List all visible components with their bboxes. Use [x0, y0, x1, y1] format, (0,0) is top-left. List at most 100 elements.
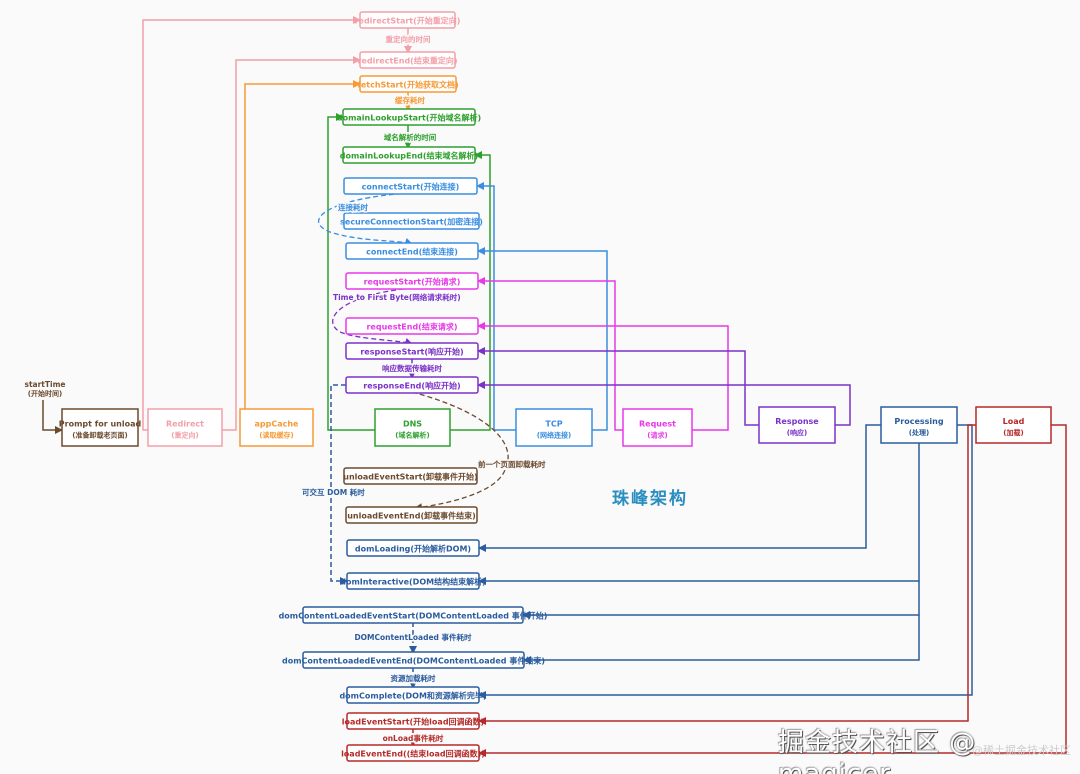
response-end-line — [477, 381, 851, 426]
phase-subtitle: (处理) — [909, 428, 929, 437]
event-label: domContentLoadedEventStart(DOMContentLoa… — [279, 611, 548, 621]
event-label: requestStart(开始请求) — [364, 277, 461, 287]
phase-title: appCache — [255, 420, 300, 429]
duration-label: DOMContentLoaded 事件耗时 — [354, 632, 472, 642]
dns-start-line — [327, 113, 375, 431]
duration-label: 域名解析的时间 — [384, 132, 437, 142]
event-domainLookupEnd: domainLookupEnd(结束域名解析) — [340, 146, 478, 164]
event-label: connectEnd(结束连接) — [366, 247, 458, 257]
phase-subtitle: (域名解析) — [395, 431, 429, 440]
redirect-end-line — [222, 56, 361, 431]
event-label: domLoading(开始解析DOM) — [355, 544, 471, 554]
event-label: redirectStart(开始重定向) — [355, 16, 461, 26]
event-secureConnectionStart: secureConnectionStart(加密连接) — [340, 212, 483, 230]
phase-prompt-for-unload: Prompt for unload (准备卸载老页面) — [59, 408, 142, 447]
event-label: fetchStart(开始获取文档) — [357, 80, 458, 90]
phase-request: Request (请求) — [622, 408, 693, 447]
phase-title: Load — [1003, 417, 1025, 426]
duration-label: onLoad事件耗时 — [383, 733, 444, 743]
event-redirectEnd: redirectEnd(结束重定向) — [358, 51, 458, 69]
event-loadEventEnd: loadEventEnd((结束load回调函数)) — [341, 744, 485, 762]
redirect-start-line — [142, 16, 361, 431]
event-responseEnd: responseEnd(响应开始) — [345, 376, 479, 394]
phase-subtitle: (请求) — [647, 431, 667, 440]
event-requestStart: requestStart(开始请求) — [345, 272, 479, 290]
event-responseStart: responseStart(响应开始) — [345, 342, 479, 360]
phase-redirect: Redirect (重定向) — [147, 408, 223, 447]
response-start-line — [477, 347, 759, 426]
event-label: connectStart(开始连接) — [362, 182, 460, 192]
event-label: domInteractive(DOM结构结束解析) — [340, 577, 486, 587]
event-connectEnd: connectEnd(结束连接) — [345, 242, 479, 260]
dom-complete-line — [478, 424, 973, 699]
event-domLoading: domLoading(开始解析DOM) — [346, 539, 480, 557]
phase-subtitle: (网络连接) — [537, 431, 571, 440]
ttfb-curve — [332, 287, 413, 346]
duration-label: 资源加载耗时 — [391, 673, 436, 683]
event-domInteractive: domInteractive(DOM结构结束解析) — [340, 572, 486, 590]
phase-subtitle: (加载) — [1003, 428, 1023, 437]
start-time-label: startTime — [25, 380, 66, 389]
event-domContentLoadedEventEnd: domContentLoadedEventEnd(DOMContentLoade… — [282, 651, 545, 669]
start-arrow — [42, 400, 63, 434]
load-end-line — [478, 424, 1067, 757]
event-label: unloadEventStart(卸载事件开始) — [343, 472, 477, 482]
duration-label: Time to First Byte(网络请求耗时) — [333, 292, 461, 302]
event-connectStart: connectStart(开始连接) — [343, 177, 478, 195]
phase-subtitle: (读取缓存) — [259, 431, 293, 440]
event-domainLookupStart: domainLookupStart(开始域名解析) — [337, 108, 481, 126]
phase-appcache: appCache (读取缓存) — [239, 408, 314, 447]
interactive-duration-line — [330, 384, 348, 585]
phase-title: Redirect — [166, 420, 204, 429]
event-loadEventStart: loadEventStart(开始load回调函数) — [342, 712, 484, 730]
dcl-end-line — [523, 615, 920, 664]
dom-loading-line — [478, 424, 881, 552]
duration-label: 响应数据传输耗时 — [382, 363, 442, 373]
zhufeng-logo: 珠峰架构 — [612, 489, 688, 509]
connect-start-line — [476, 182, 516, 431]
dcl-start-line — [522, 581, 920, 619]
phase-title: Request — [639, 420, 676, 429]
phase-title: DNS — [403, 420, 422, 429]
watermark: 掘金技术社区 @ magicer — [778, 728, 977, 774]
event-domContentLoadedEventStart: domContentLoadedEventStart(DOMContentLoa… — [279, 606, 548, 624]
duration-label: 缓存耗时 — [394, 95, 425, 105]
event-label: redirectEnd(结束重定向) — [358, 56, 458, 66]
duration-label: 连接耗时 — [338, 202, 368, 212]
phase-title: Response — [775, 417, 819, 426]
event-label: domContentLoadedEventEnd(DOMContentLoade… — [282, 656, 545, 666]
event-label: domainLookupStart(开始域名解析) — [337, 113, 481, 123]
event-unloadEventStart: unloadEventStart(卸载事件开始) — [343, 467, 478, 485]
event-label: responseStart(响应开始) — [360, 347, 463, 357]
event-requestEnd: requestEnd(结束请求) — [345, 317, 479, 335]
connect-end-line — [477, 247, 608, 431]
connect-duration-curve — [318, 192, 413, 246]
duration-label: 前一个页面卸载耗时 — [478, 459, 546, 469]
event-label: responseEnd(响应开始) — [363, 381, 460, 391]
phase-subtitle: (响应) — [787, 428, 807, 437]
phase-title: Processing — [894, 417, 943, 426]
dns-end-line — [450, 151, 491, 431]
event-label: requestEnd(结束请求) — [366, 322, 457, 332]
event-domComplete: domComplete(DOM和资源解析完毕) — [339, 686, 487, 704]
event-label: unloadEventEnd(卸载事件结束) — [347, 511, 476, 521]
request-start-line — [477, 277, 623, 431]
event-label: secureConnectionStart(加密连接) — [340, 217, 483, 227]
request-end-line — [477, 322, 729, 431]
event-label: loadEventStart(开始load回调函数) — [342, 717, 484, 727]
event-label: loadEventEnd((结束load回调函数)) — [341, 749, 485, 759]
phase-subtitle: (重定向) — [171, 431, 198, 440]
load-start-line — [478, 424, 976, 725]
phase-subtitle: (准备卸载老页面) — [72, 431, 127, 440]
phase-title: Prompt for unload — [59, 420, 142, 429]
phase-processing: Processing (处理) — [880, 406, 958, 444]
watermark-small: @稀土掘金技术社区 — [972, 744, 1071, 757]
phase-tcp: TCP (网络连接) — [515, 408, 593, 447]
phase-load: Load (加载) — [975, 406, 1052, 444]
event-fetchStart: fetchStart(开始获取文档) — [357, 75, 459, 93]
event-unloadEventEnd: unloadEventEnd(卸载事件结束) — [345, 506, 478, 524]
phase-title: TCP — [545, 420, 562, 429]
duration-label: 可交互 DOM 耗时 — [302, 487, 365, 497]
